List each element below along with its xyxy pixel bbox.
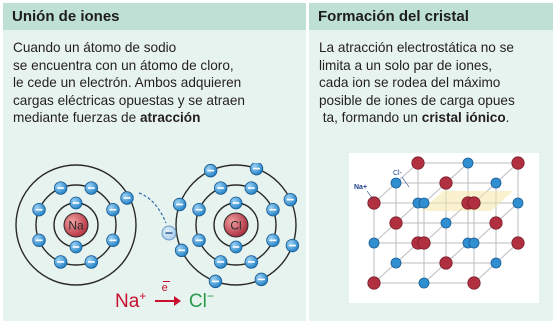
chloride-ion <box>367 196 381 210</box>
transferred-electron <box>161 225 177 241</box>
electron <box>203 163 218 178</box>
transfer-arrow-path <box>138 192 167 224</box>
electron <box>285 238 300 253</box>
electron <box>53 181 68 195</box>
electron <box>266 233 280 248</box>
chlorine-atom: Cl <box>172 163 300 289</box>
electron <box>208 274 223 289</box>
text-line: mediante fuerzas de atracción <box>13 109 305 127</box>
chlorine-label: Cl <box>230 219 241 233</box>
sodium-symbol: Na <box>115 291 140 312</box>
sodium-ion <box>490 177 502 189</box>
electron <box>32 202 46 217</box>
electron <box>69 240 83 254</box>
panel-body-text: Cuando un átomo de sodio se encuentra co… <box>13 39 305 127</box>
panel-title: Unión de iones <box>12 8 120 25</box>
chloride-ion <box>417 236 431 250</box>
sodium-ion <box>462 157 474 169</box>
panel-union-de-iones: Unión de iones Cuando un átomo de sodio … <box>3 3 306 321</box>
ionic-crystal-lattice: Cl- Na+ <box>349 153 539 303</box>
text-line: Cuando un átomo de sodio <box>13 40 177 55</box>
electron <box>229 196 243 210</box>
text-line: ta, formando un cristal iónico. <box>319 109 551 127</box>
sodium-ion <box>390 177 402 189</box>
text-line: se encuentra con un átomo de cloro, <box>13 57 234 73</box>
chloride-ion <box>389 216 403 230</box>
sodium-label: Na <box>68 219 84 233</box>
sodium-ion <box>390 257 402 269</box>
text-line: cargas eléctricas opuestas y se atraen <box>13 92 245 108</box>
electron <box>229 240 243 254</box>
electron <box>249 163 264 176</box>
panel-formacion-cristal: Formación del cristal La atracción elect… <box>309 3 553 321</box>
chloride-ion <box>439 256 453 270</box>
sodium-ion <box>490 257 502 269</box>
electron <box>106 233 120 248</box>
chloride-ion <box>489 216 503 230</box>
bold-term-atraccion: atracción <box>139 110 201 126</box>
sodium-charge: + <box>139 289 147 303</box>
electron <box>244 181 259 195</box>
panel-header: Unión de iones <box>3 3 306 30</box>
sodium-ion <box>418 277 430 289</box>
electron <box>84 255 99 269</box>
panel-title: Formación del cristal <box>318 8 469 25</box>
chloride-ion <box>439 176 453 190</box>
sodium-electrons <box>32 181 134 269</box>
electron <box>213 181 228 195</box>
electron <box>213 255 228 269</box>
electron <box>266 202 280 217</box>
sodium-ion-label: Na+ <box>354 184 367 191</box>
text-line: posible de iones de carga opues <box>319 92 515 108</box>
electron <box>283 192 298 207</box>
electron <box>106 202 120 217</box>
electron <box>32 233 46 248</box>
sodium-ion <box>468 237 480 249</box>
sodium-atom: Na <box>15 164 137 286</box>
electron <box>174 243 189 258</box>
text-fragment: . <box>505 110 510 126</box>
lattice-ions <box>367 156 525 290</box>
panel-body-text: La atracción electrostática no se limita… <box>319 39 551 127</box>
chloride-label: Cl- <box>393 170 403 177</box>
reaction-arrow-icon: e <box>154 281 181 310</box>
sodium-ion <box>418 197 430 209</box>
chloride-ion <box>367 276 381 290</box>
chlorine-charge: − <box>206 289 214 303</box>
electron <box>69 196 83 210</box>
chloride-ion <box>467 276 481 290</box>
chlorine-symbol: Cl <box>188 291 207 312</box>
electron <box>120 191 134 205</box>
text-line: le cede un electrón. Ambos adquieren <box>13 75 242 91</box>
chlorine-electrons <box>172 163 300 289</box>
chloride-ion <box>511 236 525 250</box>
text-line: cada ion se rodea del máximo <box>319 75 501 91</box>
chloride-ion <box>511 156 525 170</box>
electron <box>53 255 68 269</box>
text-fragment: ta, formando un <box>322 110 422 126</box>
text-line: limita a un solo par de iones, <box>319 57 493 73</box>
text-line: La atracción electrostática no se <box>319 40 514 55</box>
sodium-ion <box>440 217 452 229</box>
electron <box>192 233 206 248</box>
text-fragment: mediante fuerzas de <box>13 110 140 126</box>
chloride-ion <box>411 156 425 170</box>
electron <box>192 202 206 217</box>
sodium-nucleus <box>63 212 89 238</box>
ionization-equation: Na+ e Cl− <box>115 281 214 313</box>
electron <box>172 197 187 212</box>
bold-term-cristal-ionico: cristal iónico <box>421 110 506 126</box>
sodium-ion <box>368 237 380 249</box>
panel-header: Formación del cristal <box>309 3 553 30</box>
electron-symbol: e <box>161 282 168 294</box>
ion-union-illustration: Na Cl <box>15 163 300 289</box>
chlorine-nucleus <box>223 212 249 238</box>
sodium-ion <box>512 197 524 209</box>
chloride-ion <box>467 196 481 210</box>
electron <box>254 272 269 287</box>
electron <box>84 181 99 195</box>
electron <box>244 255 259 269</box>
